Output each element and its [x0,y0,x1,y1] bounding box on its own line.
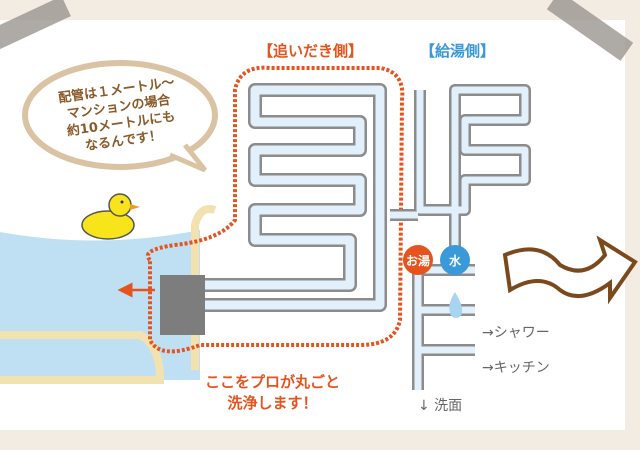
pro-clean-caption: ここをプロが丸ごと 洗浄します！ [205,372,340,414]
hot-water-badge: お湯 [403,245,433,275]
caption-line: 洗浄します！ [227,394,318,412]
bathtub-rim [0,331,165,384]
shower-label: →シャワー [482,325,550,341]
speech-bubble [22,60,218,170]
tape-right [546,0,634,61]
circulation-adapter [160,275,205,335]
speech-bubble-tail [169,143,207,173]
cleaning-scope-outline [145,65,405,354]
tape-left [0,0,71,50]
kitchen-label: →キッチン [482,360,550,376]
cold-water-badge: 水 [440,245,470,275]
caption-line: ここをプロが丸ごと [205,373,341,391]
rubber-duck-icon [81,193,140,240]
bathtub-edge [191,205,217,370]
reheat-side-label: 【追いだき側】 [258,42,364,60]
supply-side-label: 【給湯側】 [420,42,496,60]
flow-direction-arrow [502,235,638,305]
water-drop-icon [449,292,463,318]
washbasin-label: ↓ 洗面 [418,398,463,414]
